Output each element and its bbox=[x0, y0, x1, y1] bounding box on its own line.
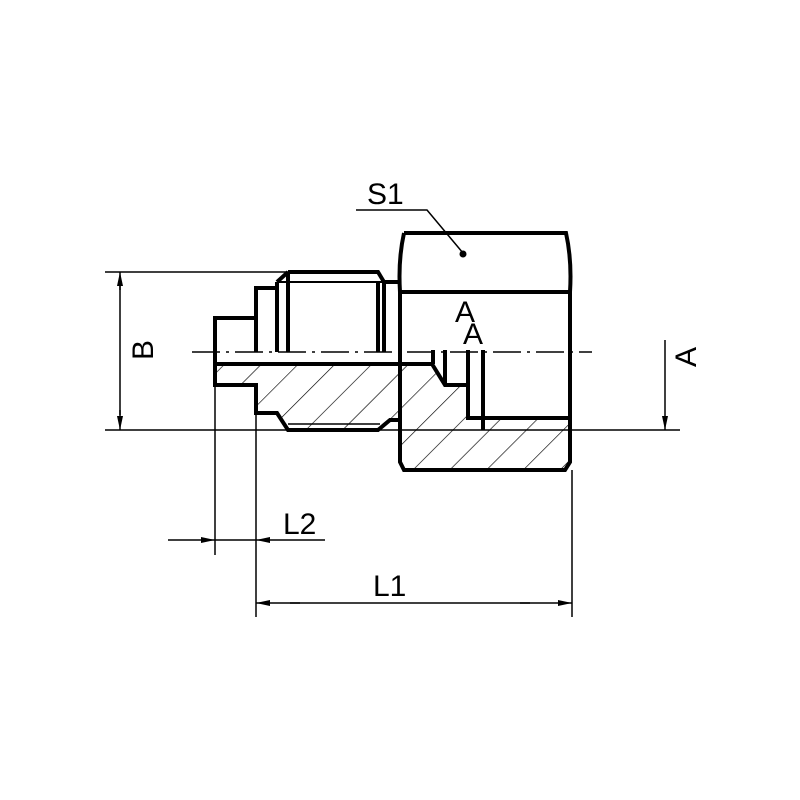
dimension-lines bbox=[105, 271, 680, 617]
section-a-label-1: A bbox=[455, 296, 475, 329]
dimension-l1-label: L1 bbox=[373, 570, 406, 603]
section-a-label-2: A bbox=[463, 318, 483, 351]
s1-leader bbox=[356, 209, 464, 254]
dimension-a-label: A bbox=[670, 347, 703, 367]
dimension-b-label: B bbox=[127, 340, 160, 360]
dimension-l2-label: L2 bbox=[283, 508, 316, 541]
section-hatch bbox=[215, 364, 570, 470]
s1-label: S1 bbox=[367, 178, 404, 211]
